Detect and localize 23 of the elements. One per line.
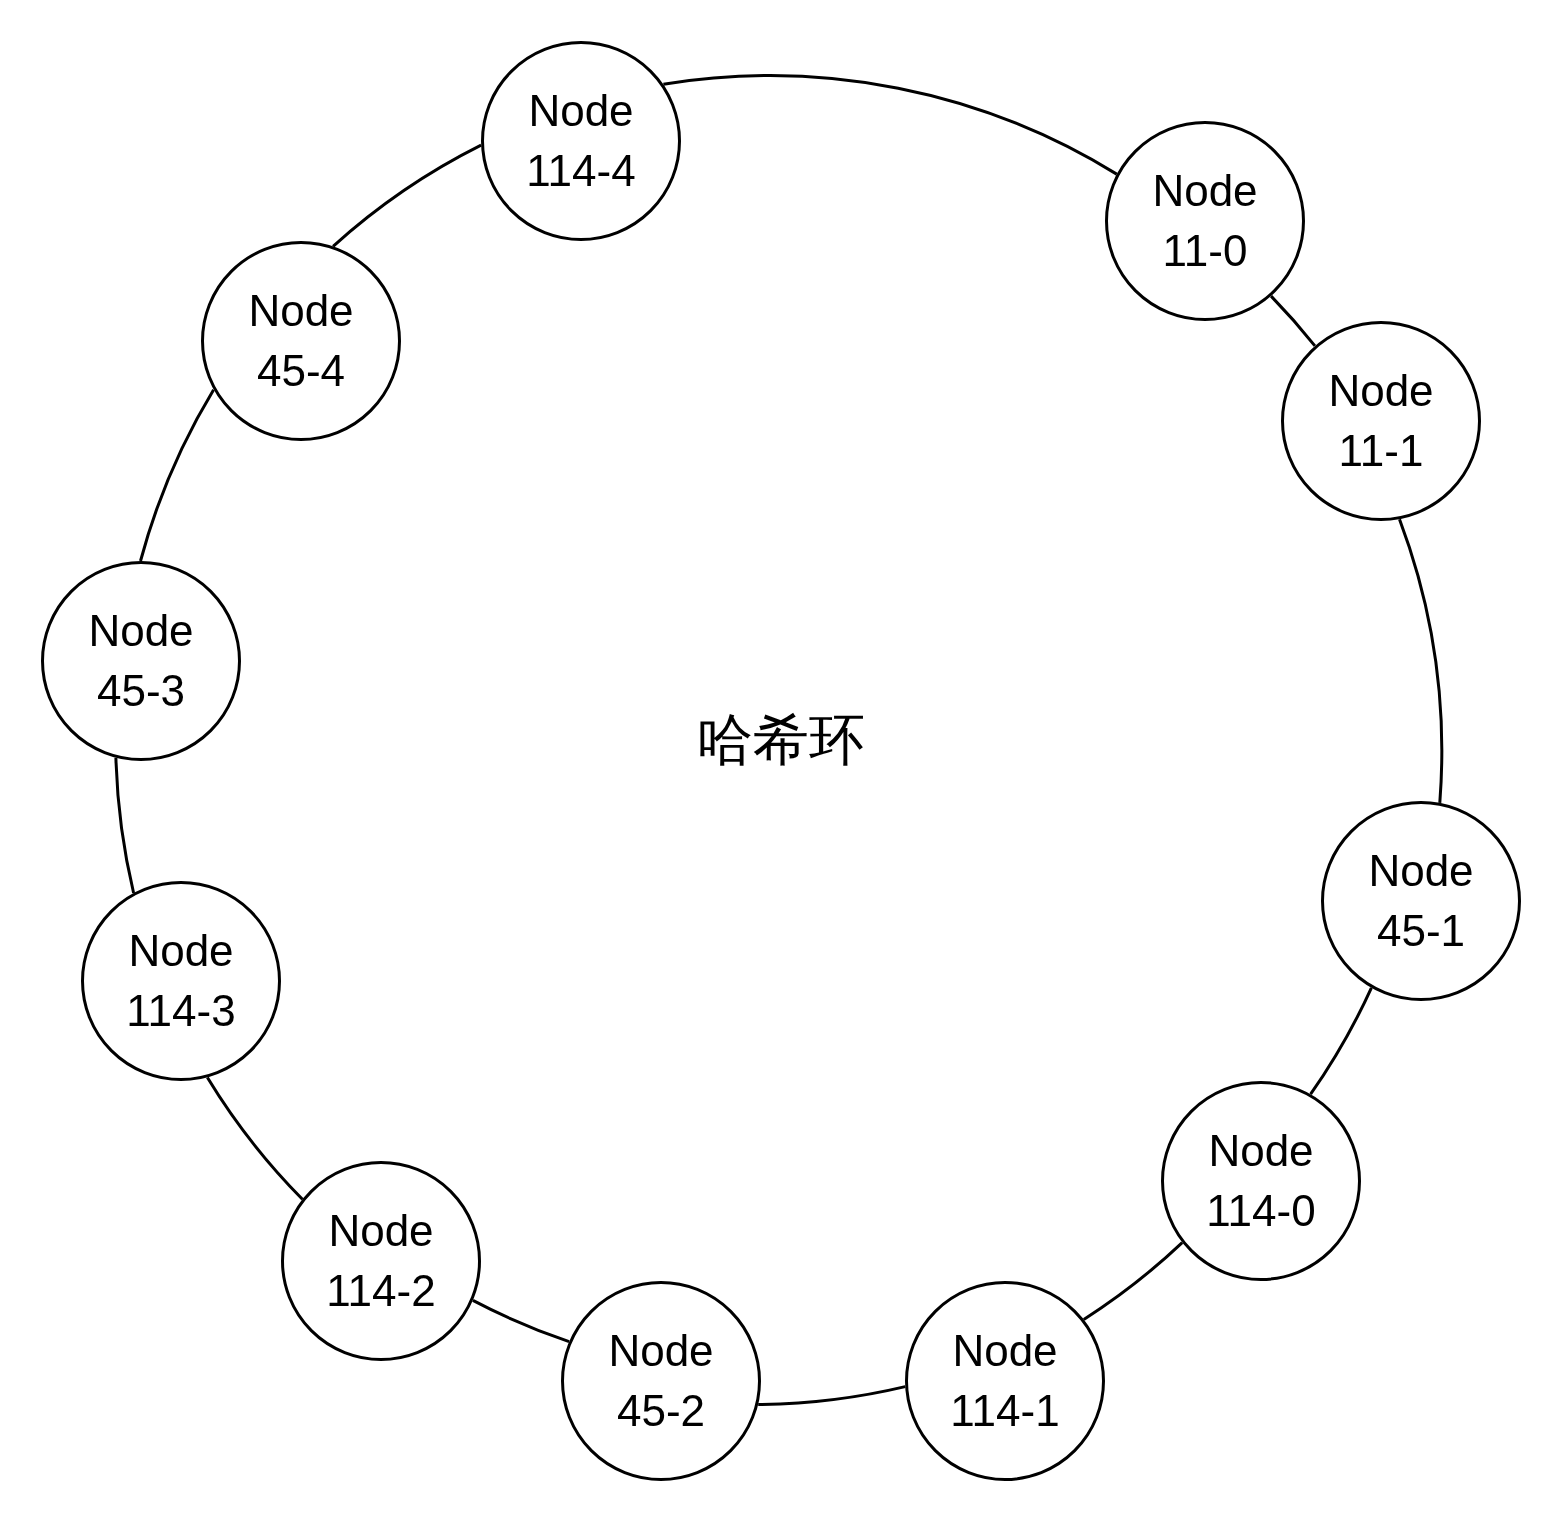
ring-arc	[206, 1076, 304, 1201]
ring-arc	[1398, 518, 1443, 803]
ring-arc	[332, 143, 482, 248]
node-circle: Node 114-4	[481, 41, 681, 241]
node-circle: Node 114-3	[81, 881, 281, 1081]
node-circle: Node 45-2	[561, 1281, 761, 1481]
ring-arc	[758, 1385, 906, 1406]
node-circle: Node 45-3	[41, 561, 241, 761]
node-circle: Node 114-1	[905, 1281, 1105, 1481]
node-circle: Node 114-0	[1161, 1081, 1361, 1281]
node-circle: Node 45-1	[1321, 801, 1521, 1001]
node-circle: Node 11-1	[1281, 321, 1481, 521]
ring-label: 哈希环	[697, 707, 865, 773]
node-circle: Node 45-4	[201, 241, 401, 441]
ring-arc	[663, 74, 1118, 176]
node-circle: Node 11-0	[1105, 121, 1305, 321]
ring-arc	[1082, 1241, 1184, 1321]
ring-arc	[114, 757, 136, 894]
node-circle: Node 114-2	[281, 1161, 481, 1361]
ring-arc	[139, 388, 215, 562]
ring-arc	[1270, 295, 1317, 347]
ring-arc	[1309, 987, 1373, 1096]
ring-arc	[472, 1299, 570, 1343]
